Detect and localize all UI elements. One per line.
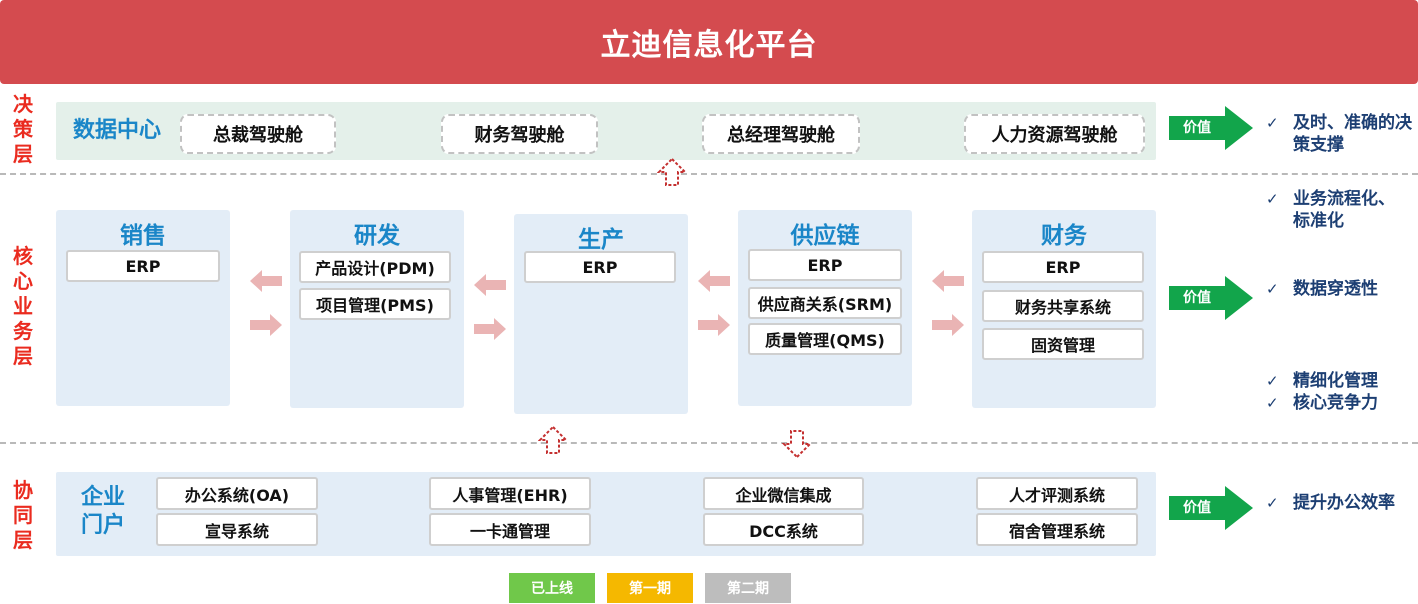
system-box: ERP — [66, 250, 220, 282]
system-box: 质量管理(QMS) — [748, 323, 902, 355]
value-label: 价值 — [1183, 120, 1211, 136]
system-box: 财务共享系统 — [982, 290, 1144, 322]
arrow-right-icon — [698, 314, 730, 336]
value-arrow-icon: 价值 — [1169, 486, 1253, 530]
system-dcc: DCC系统 — [703, 513, 864, 546]
cockpit-finance: 财务驾驶舱 — [441, 114, 598, 154]
arrow-left-icon — [474, 274, 506, 296]
check-icon: ✓ — [1266, 190, 1279, 208]
cockpit-hr: 人力资源驾驶舱 — [964, 114, 1145, 154]
system-oa: 办公系统(OA) — [156, 477, 318, 510]
column-title: 销售 — [120, 223, 166, 249]
check-icon: ✓ — [1266, 114, 1279, 132]
column-production: 生产 ERP — [514, 214, 688, 414]
system-talent: 人才评测系统 — [976, 477, 1138, 510]
system-box: 供应商关系(SRM) — [748, 287, 902, 319]
check-icon: ✓ — [1266, 394, 1279, 412]
value-label: 价值 — [1183, 290, 1211, 306]
column-sales: 销售 ERP — [56, 210, 230, 406]
column-supply-chain: 供应链 ERP 供应商关系(SRM) 质量管理(QMS) — [738, 210, 912, 406]
value-arrow-icon: 价值 — [1169, 276, 1253, 320]
system-card: 一卡通管理 — [429, 513, 591, 546]
system-box: ERP — [748, 249, 902, 281]
arrow-up-icon — [656, 157, 688, 187]
column-title: 财务 — [1041, 223, 1087, 249]
portal-title: 企业 门户 — [80, 485, 125, 538]
cockpit-president: 总裁驾驶舱 — [180, 114, 336, 154]
column-finance: 财务 ERP 财务共享系统 固资管理 — [972, 210, 1156, 408]
layer-label-collab: 协 同 层 — [13, 478, 33, 552]
check-icon: ✓ — [1266, 372, 1279, 390]
system-box: 项目管理(PMS) — [299, 288, 451, 320]
system-box: 固资管理 — [982, 328, 1144, 360]
system-dorm: 宿舍管理系统 — [976, 513, 1138, 546]
check-icon: ✓ — [1266, 494, 1279, 512]
arrow-right-icon — [932, 314, 964, 336]
arrow-left-icon — [698, 270, 730, 292]
arrow-right-icon — [250, 314, 282, 336]
column-rnd: 研发 产品设计(PDM) 项目管理(PMS) — [290, 210, 464, 408]
platform-title: 立迪信息化平台 — [0, 0, 1418, 84]
legend-phase-two: 第二期 — [705, 573, 791, 603]
system-publicity: 宣导系统 — [156, 513, 318, 546]
legend-phase-one: 第一期 — [607, 573, 693, 603]
system-box: 产品设计(PDM) — [299, 251, 451, 283]
column-title: 生产 — [578, 227, 624, 253]
system-ehr: 人事管理(EHR) — [429, 477, 591, 510]
column-title: 供应链 — [790, 223, 860, 249]
cockpit-general-manager: 总经理驾驶舱 — [702, 114, 860, 154]
layer-divider — [0, 442, 1418, 444]
system-box: ERP — [524, 251, 676, 283]
value-arrow-icon: 价值 — [1169, 106, 1253, 150]
check-icon: ✓ — [1266, 280, 1279, 298]
system-wechat: 企业微信集成 — [703, 477, 864, 510]
legend-online: 已上线 — [509, 573, 595, 603]
data-center-title: 数据中心 — [72, 118, 161, 143]
layer-divider — [0, 173, 1418, 175]
arrow-right-icon — [474, 318, 506, 340]
value-label: 价值 — [1183, 500, 1211, 516]
arrow-up-icon — [537, 425, 569, 455]
system-box: ERP — [982, 251, 1144, 283]
arrow-down-icon — [781, 429, 813, 459]
column-title: 研发 — [354, 223, 400, 249]
arrow-left-icon — [932, 270, 964, 292]
layer-label-decision: 决 策 层 — [13, 92, 33, 166]
layer-label-core: 核 心 业 务 层 — [13, 244, 33, 368]
arrow-left-icon — [250, 270, 282, 292]
